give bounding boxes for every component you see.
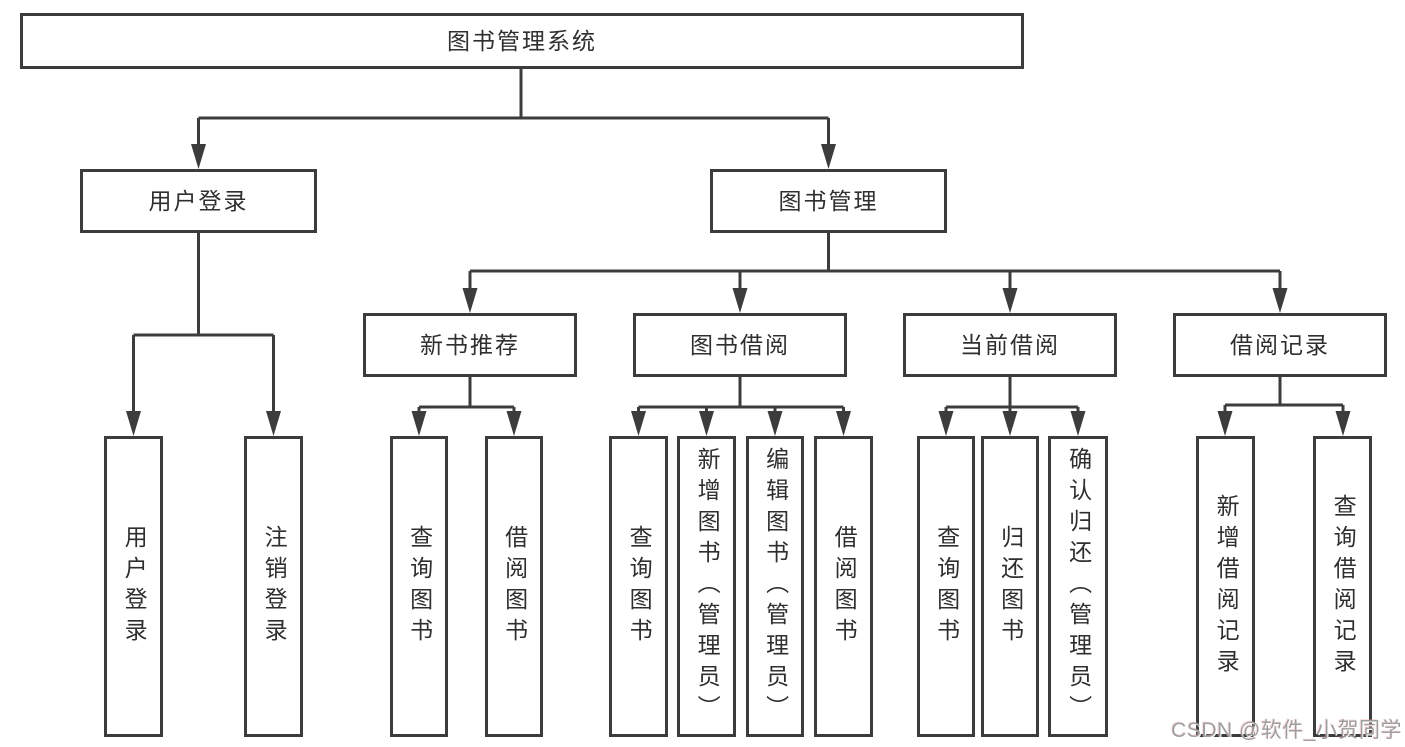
leaf-logout-label: 注销登录 bbox=[261, 524, 288, 649]
leaf-edit-books-admin: 编辑图书（管理员） bbox=[746, 436, 804, 737]
leaf-confirm-return-admin-label: 确认归还（管理员） bbox=[1065, 447, 1092, 726]
node-book-borrow: 图书借阅 bbox=[633, 313, 847, 377]
leaf-query-borrow-record-label: 查询借阅记录 bbox=[1330, 493, 1357, 680]
node-user-login: 用户登录 bbox=[80, 169, 317, 233]
leaf-add-books-admin-label: 新增图书（管理员） bbox=[694, 447, 721, 726]
node-borrow-records-label: 借阅记录 bbox=[1230, 331, 1330, 358]
node-book-management: 图书管理 bbox=[710, 169, 947, 233]
leaf-return-books-label: 归还图书 bbox=[997, 524, 1024, 649]
leaf-newbook-query-books-label: 查询图书 bbox=[406, 524, 433, 649]
node-new-book-recommend: 新书推荐 bbox=[363, 313, 577, 377]
leaf-newbook-borrow-books: 借阅图书 bbox=[485, 436, 543, 737]
leaf-add-borrow-record-label: 新增借阅记录 bbox=[1213, 493, 1240, 680]
leaf-borrow-query-books: 查询图书 bbox=[609, 436, 668, 737]
leaf-add-borrow-record: 新增借阅记录 bbox=[1196, 436, 1255, 737]
leaf-confirm-return-admin: 确认归还（管理员） bbox=[1048, 436, 1108, 737]
leaf-logout: 注销登录 bbox=[244, 436, 303, 737]
node-borrow-records: 借阅记录 bbox=[1173, 313, 1387, 377]
leaf-user-login-label: 用户登录 bbox=[121, 524, 148, 649]
leaf-current-query-books: 查询图书 bbox=[917, 436, 975, 737]
node-root: 图书管理系统 bbox=[20, 13, 1024, 69]
node-book-borrow-label: 图书借阅 bbox=[690, 331, 790, 358]
node-new-book-recommend-label: 新书推荐 bbox=[420, 331, 520, 358]
node-root-label: 图书管理系统 bbox=[447, 27, 597, 54]
node-book-management-label: 图书管理 bbox=[778, 187, 879, 214]
leaf-user-login: 用户登录 bbox=[104, 436, 163, 737]
leaf-query-borrow-record: 查询借阅记录 bbox=[1313, 436, 1372, 737]
leaf-borrow-borrow-books: 借阅图书 bbox=[814, 436, 873, 737]
leaf-current-query-books-label: 查询图书 bbox=[933, 524, 960, 649]
leaf-return-books: 归还图书 bbox=[981, 436, 1039, 737]
leaf-edit-books-admin-label: 编辑图书（管理员） bbox=[762, 447, 789, 726]
csdn-watermark: CSDN @软件_小贺同学 bbox=[1171, 719, 1402, 742]
leaf-borrow-query-books-label: 查询图书 bbox=[626, 524, 653, 649]
leaf-newbook-borrow-books-label: 借阅图书 bbox=[501, 524, 528, 649]
leaf-borrow-borrow-books-label: 借阅图书 bbox=[831, 524, 858, 649]
node-current-borrow: 当前借阅 bbox=[903, 313, 1117, 377]
leaf-add-books-admin: 新增图书（管理员） bbox=[677, 436, 736, 737]
node-user-login-label: 用户登录 bbox=[148, 187, 249, 214]
leaf-newbook-query-books: 查询图书 bbox=[390, 436, 448, 737]
node-current-borrow-label: 当前借阅 bbox=[960, 331, 1060, 358]
